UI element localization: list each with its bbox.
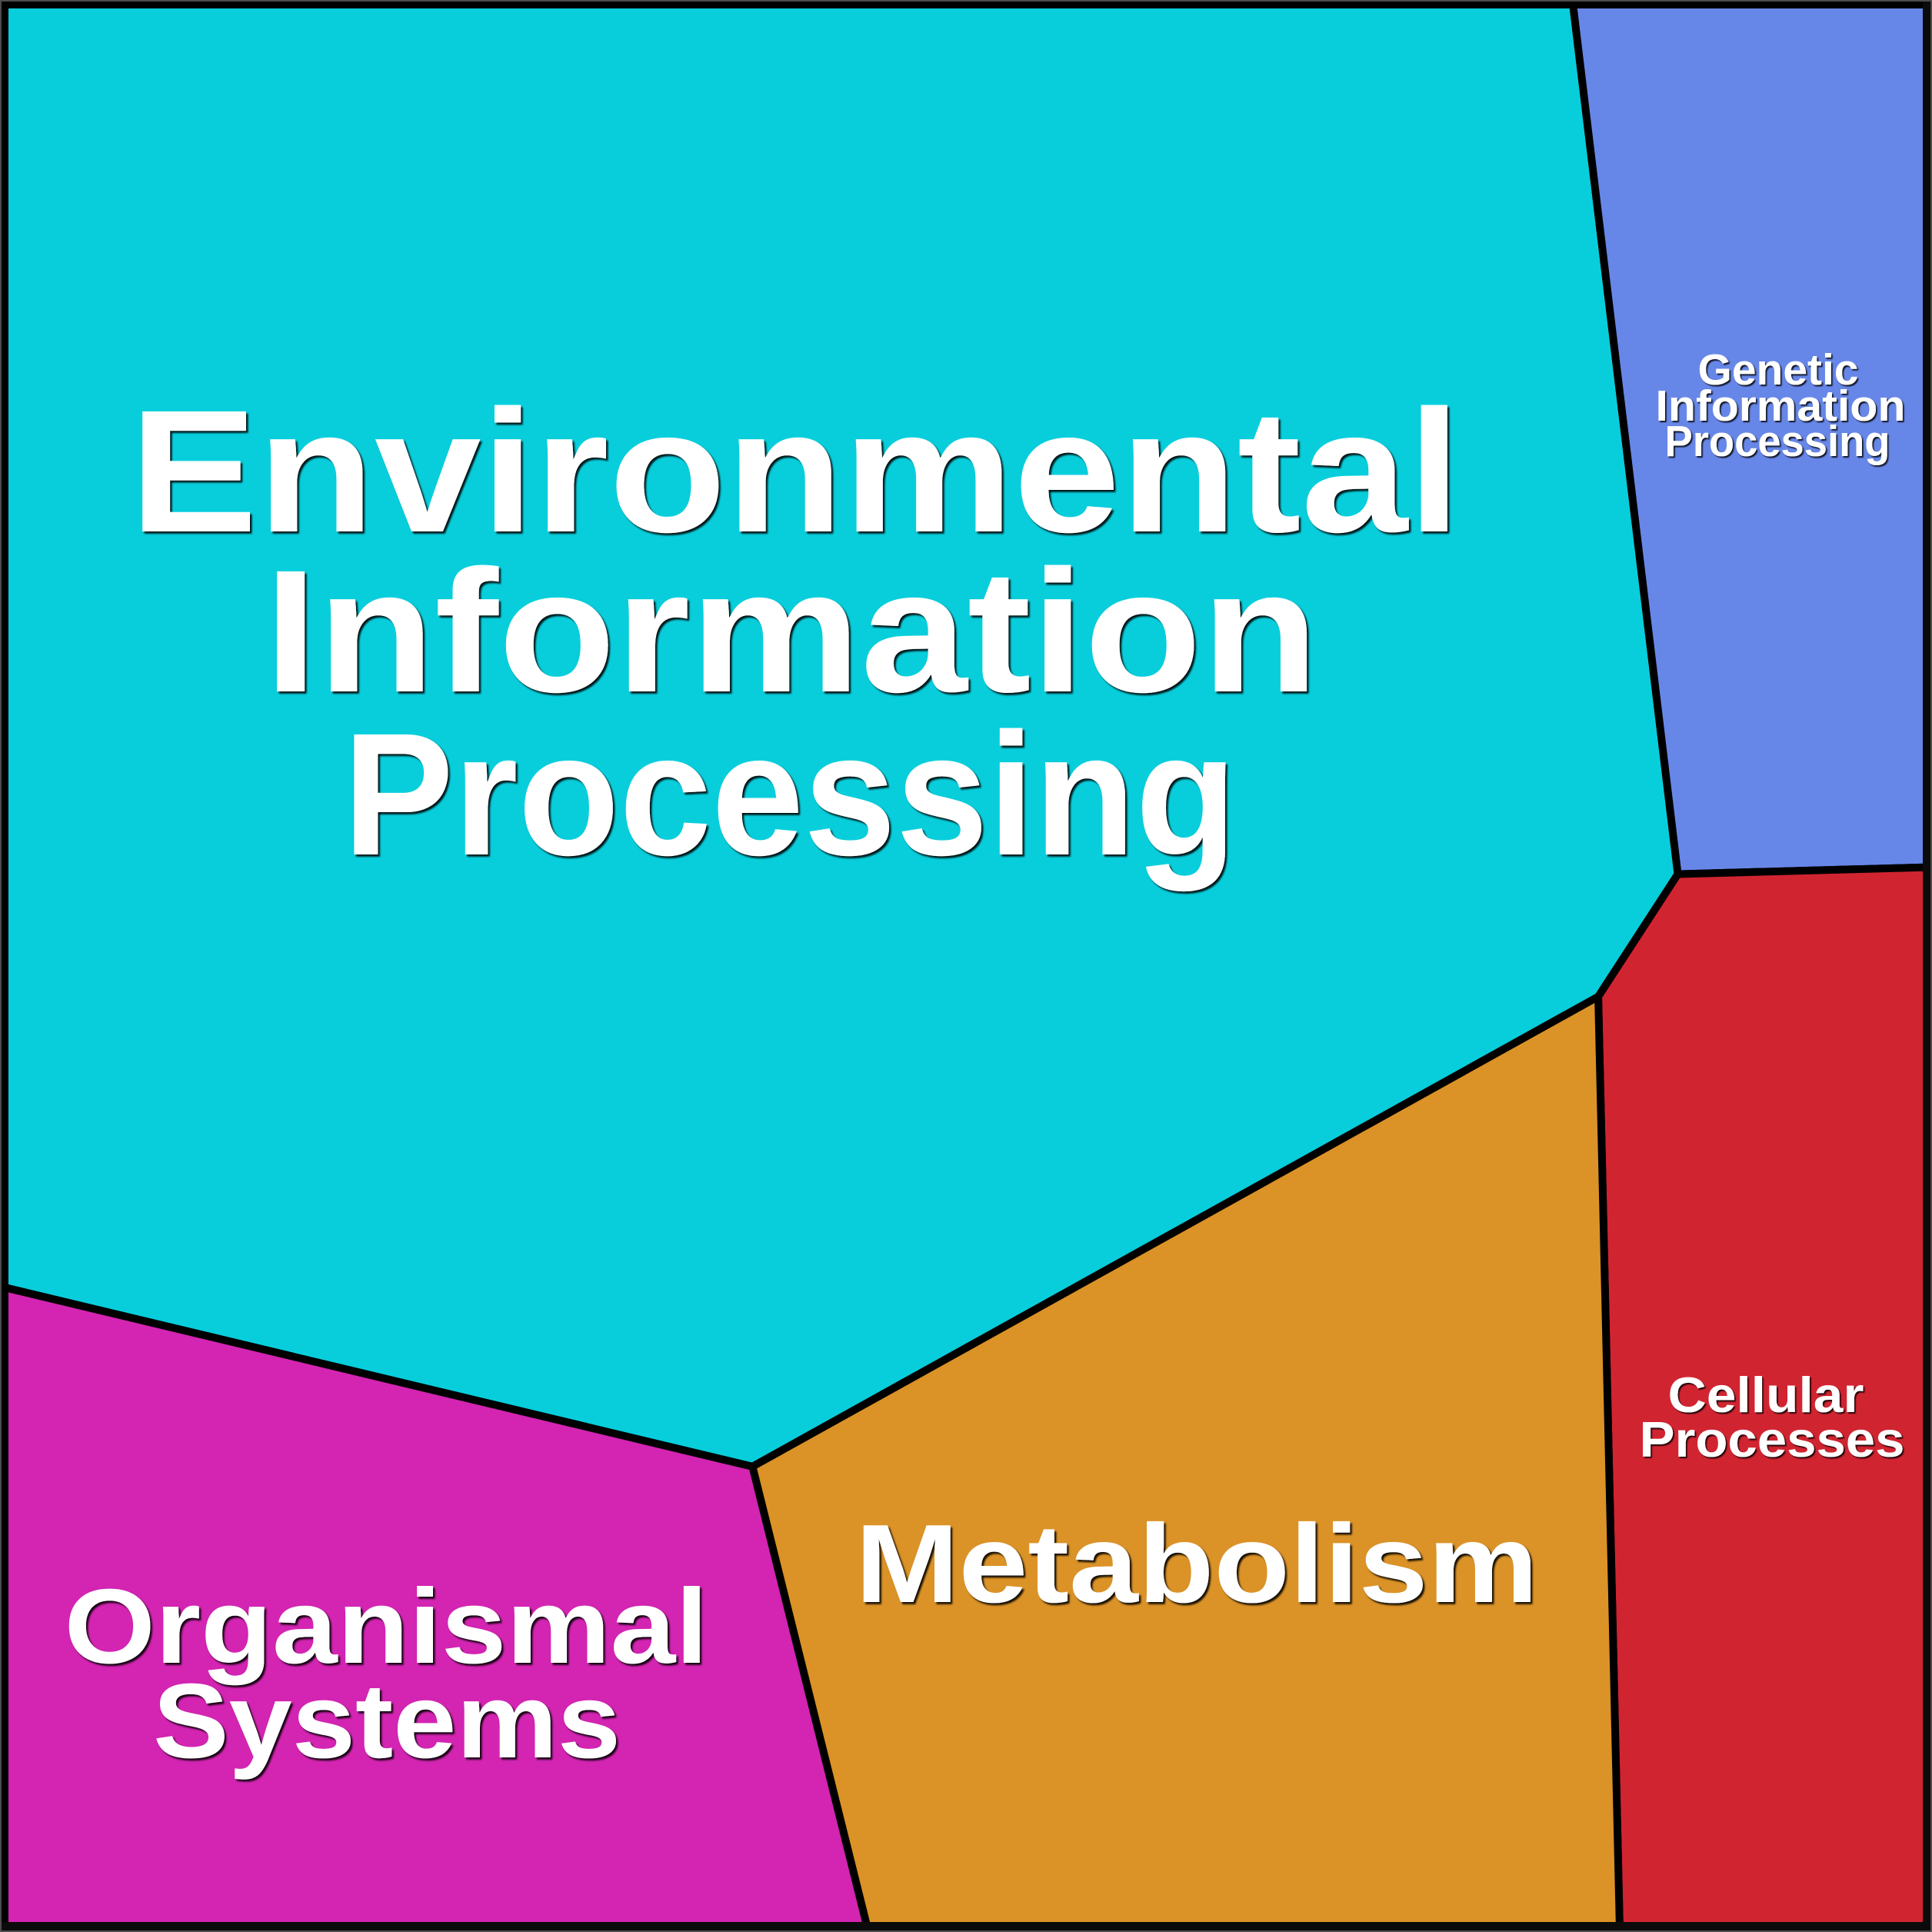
svg-text:Processes: Processes <box>1640 1411 1905 1467</box>
svg-text:Processing: Processing <box>1665 417 1890 466</box>
svg-text:Genetic: Genetic <box>1698 345 1859 395</box>
svg-text:Environmental: Environmental <box>130 375 1461 569</box>
svg-text:Information: Information <box>265 535 1319 729</box>
svg-text:Processing: Processing <box>343 698 1237 892</box>
svg-text:Metabolism: Metabolism <box>855 1501 1538 1626</box>
svg-text:Systems: Systems <box>153 1662 621 1780</box>
svg-text:Organismal: Organismal <box>65 1567 708 1686</box>
svg-text:Information: Information <box>1656 381 1906 431</box>
svg-text:Cellular: Cellular <box>1668 1367 1864 1423</box>
